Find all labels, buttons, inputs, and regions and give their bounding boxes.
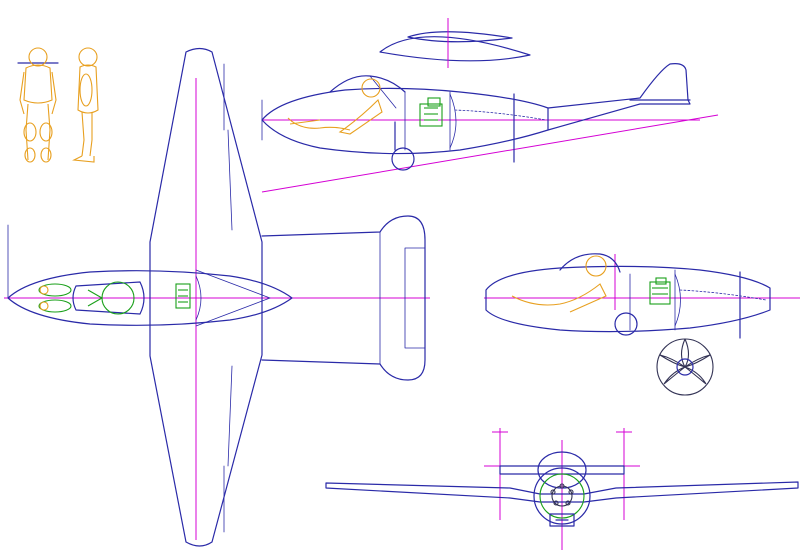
wing-planform [149, 47, 263, 547]
fuselage-outline [261, 87, 549, 155]
engine-block [419, 97, 443, 127]
pilot-figures [17, 47, 99, 163]
main-wheel-alt [614, 312, 638, 336]
turbine-fan [656, 338, 714, 396]
fuselage-top [7, 270, 293, 326]
pilot-head [361, 78, 381, 98]
main-wheel [391, 147, 415, 171]
canopy-outline [329, 75, 406, 93]
front-view [325, 428, 799, 550]
canopy-alt [559, 253, 621, 273]
pilot-side-figure [72, 47, 99, 163]
engine-alt [649, 277, 671, 305]
fuselage-front [533, 467, 591, 525]
side-view [261, 63, 719, 193]
engine-top [175, 283, 191, 309]
turbine-front [550, 483, 574, 507]
tail-boom [547, 63, 691, 131]
side-view-alt [484, 253, 800, 396]
tailplane-front [499, 465, 625, 475]
pilot-front-figure [17, 47, 59, 163]
pilot-top [38, 281, 135, 315]
top-view [4, 47, 430, 547]
airfoil-section [379, 18, 531, 68]
fuselage-side-alt [485, 265, 771, 333]
